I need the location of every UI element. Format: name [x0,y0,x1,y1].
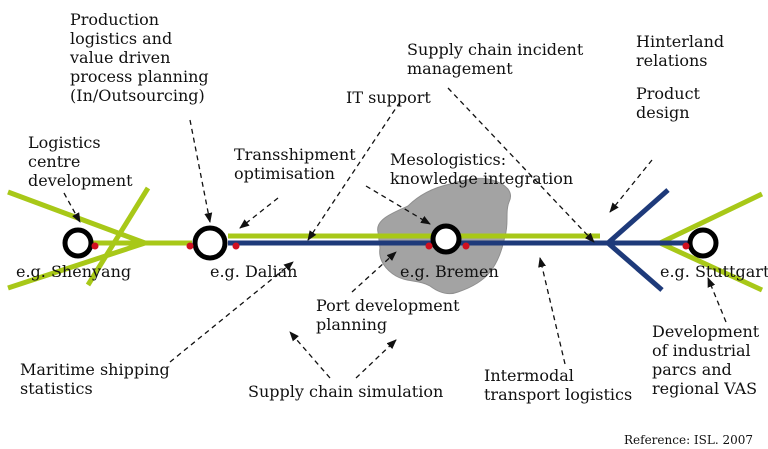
arrow-simulation-right [355,339,397,379]
arrow-logistics-centre [63,192,81,223]
city-label-stuttgart: e.g. Stuttgart [660,262,768,281]
label-product-design: Product design [636,84,700,122]
arrow-production-logistics [189,119,213,223]
label-industrial-parcs: Development of industrial parcs and regi… [652,322,760,398]
label-maritime-statistics: Maritime shipping statistics [20,360,170,398]
label-it-support: IT support [346,88,431,107]
node-shenyang [62,227,99,259]
label-intermodal: Intermodal transport logistics [484,366,633,404]
node-bremen [425,223,470,255]
arrow-it-support [307,101,401,241]
arrow-port-development [351,251,397,293]
arrow-hinterland [609,159,653,213]
arrow-mesologistics [365,185,431,225]
city-label-bremen: e.g. Bremen [400,262,499,281]
label-supply-chain-incident: Supply chain incident management [407,40,584,78]
label-supply-chain-simulation: Supply chain simulation [248,382,444,401]
arrow-intermodal [538,257,566,365]
label-port-development: Port development planning [316,296,460,334]
city-label-shenyang: e.g. Shenyang [16,262,132,281]
label-hinterland: Hinterland relations [636,32,725,70]
node-stuttgart [682,227,719,259]
arrow-industrial-parcs [707,277,727,323]
label-logistics-centre: Logistics centre development [28,133,133,190]
arrow-transshipment [239,197,279,229]
label-production-logistics: Production logistics and value driven pr… [70,10,209,105]
reference-note: Reference: ISL. 2007 [624,433,754,447]
label-transshipment: Transshipment optimisation [234,145,356,183]
arrow-simulation-left [289,331,331,379]
city-label-dalian: e.g. Dalian [210,262,298,281]
node-dalian [186,225,240,261]
label-mesologistics: Mesologistics: knowledge integration [390,150,574,188]
